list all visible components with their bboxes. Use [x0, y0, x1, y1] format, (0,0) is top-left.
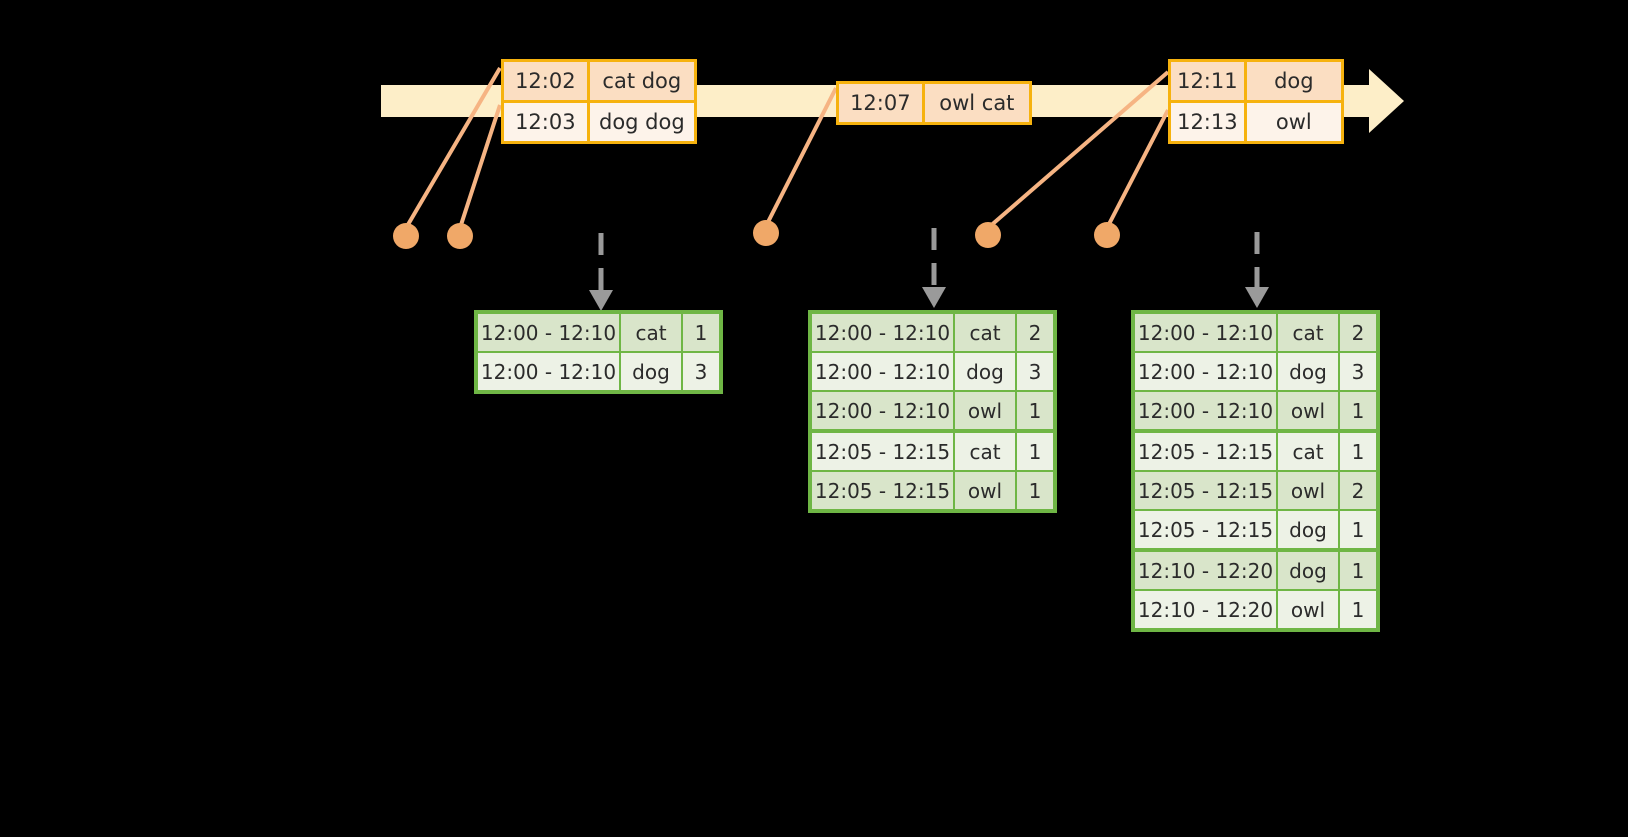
table-row[interactable]: 12:05 - 12:15 cat 1 — [812, 429, 1053, 470]
table-row[interactable]: 12:00 - 12:10 dog 3 — [812, 351, 1053, 390]
table-row[interactable]: 12:00 - 12:10 dog 3 — [1135, 351, 1376, 390]
event-value: owl cat — [921, 84, 1029, 122]
cell-count: 3 — [1015, 353, 1053, 390]
event-row[interactable]: 12:11 dog — [1171, 62, 1341, 100]
cell-window: 12:10 - 12:20 — [1135, 591, 1276, 628]
event-time: 12:11 — [1171, 62, 1244, 100]
cell-key: owl — [1276, 591, 1338, 628]
cell-key: dog — [1276, 511, 1338, 548]
result-table-3[interactable]: 12:00 - 12:10 cat 2 12:00 - 12:10 dog 3 … — [1131, 310, 1380, 632]
cell-window: 12:00 - 12:10 — [1135, 314, 1276, 351]
event-time: 12:07 — [839, 84, 922, 122]
cell-count: 3 — [681, 353, 719, 390]
cell-window: 12:05 - 12:15 — [1135, 472, 1276, 509]
cell-window: 12:05 - 12:15 — [1135, 433, 1276, 470]
cell-window: 12:00 - 12:10 — [1135, 353, 1276, 390]
cell-window: 12:00 - 12:10 — [812, 314, 953, 351]
cell-count: 1 — [1015, 472, 1053, 509]
cell-key: owl — [1276, 392, 1338, 429]
event-value: dog — [1243, 62, 1341, 100]
dashed-arrow-2 — [922, 228, 946, 308]
table-row[interactable]: 12:00 - 12:10 dog 3 — [478, 351, 719, 390]
cell-count: 1 — [1015, 392, 1053, 429]
cell-key: owl — [1276, 472, 1338, 509]
connector-line-3 — [764, 87, 838, 227]
event-dot-2 — [447, 223, 473, 249]
event-row[interactable]: 12:03 dog dog — [504, 100, 694, 141]
table-row[interactable]: 12:10 - 12:20 owl 1 — [1135, 589, 1376, 628]
table-row[interactable]: 12:00 - 12:10 cat 1 — [478, 314, 719, 351]
connector-line-1 — [404, 66, 502, 230]
cell-window: 12:05 - 12:15 — [1135, 511, 1276, 548]
cell-window: 12:00 - 12:10 — [812, 353, 953, 390]
cell-window: 12:00 - 12:10 — [1135, 392, 1276, 429]
table-row[interactable]: 12:00 - 12:10 cat 2 — [1135, 314, 1376, 351]
cell-key: dog — [1276, 353, 1338, 390]
cell-count: 1 — [1338, 591, 1376, 628]
cell-window: 12:00 - 12:10 — [812, 392, 953, 429]
event-value: cat dog — [586, 62, 694, 100]
event-time: 12:03 — [504, 103, 587, 141]
cell-key: dog — [619, 353, 681, 390]
cell-window: 12:05 - 12:15 — [812, 433, 953, 470]
event-value: owl — [1243, 103, 1341, 141]
result-table-1[interactable]: 12:00 - 12:10 cat 1 12:00 - 12:10 dog 3 — [474, 310, 723, 394]
cell-count: 1 — [681, 314, 719, 351]
cell-count: 1 — [1338, 433, 1376, 470]
cell-key: dog — [1276, 552, 1338, 589]
event-row[interactable]: 12:07 owl cat — [839, 84, 1029, 122]
timeline-arrowhead — [1369, 69, 1404, 133]
cell-count: 2 — [1338, 314, 1376, 351]
table-row[interactable]: 12:05 - 12:15 owl 2 — [1135, 470, 1376, 509]
dashed-arrow-3 — [1245, 232, 1269, 308]
table-row[interactable]: 12:00 - 12:10 cat 2 — [812, 314, 1053, 351]
event-dot-5 — [1094, 222, 1120, 248]
cell-key: cat — [953, 314, 1015, 351]
cell-count: 1 — [1015, 433, 1053, 470]
event-dot-3 — [753, 220, 779, 246]
event-group-3[interactable]: 12:11 dog 12:13 owl — [1168, 59, 1344, 144]
table-row[interactable]: 12:05 - 12:15 cat 1 — [1135, 429, 1376, 470]
event-time: 12:13 — [1171, 103, 1244, 141]
event-group-2[interactable]: 12:07 owl cat — [836, 81, 1032, 125]
cell-key: owl — [953, 472, 1015, 509]
cell-key: cat — [1276, 314, 1338, 351]
table-row[interactable]: 12:00 - 12:10 owl 1 — [812, 390, 1053, 429]
cell-count: 2 — [1015, 314, 1053, 351]
cell-count: 1 — [1338, 511, 1376, 548]
cell-window: 12:00 - 12:10 — [478, 314, 619, 351]
event-time: 12:02 — [504, 62, 587, 100]
connector-line-2 — [458, 104, 502, 229]
cell-count: 1 — [1338, 392, 1376, 429]
cell-count: 1 — [1338, 552, 1376, 589]
table-row[interactable]: 12:05 - 12:15 dog 1 — [1135, 509, 1376, 548]
connector-line-5 — [1105, 109, 1170, 229]
result-table-2[interactable]: 12:00 - 12:10 cat 2 12:00 - 12:10 dog 3 … — [808, 310, 1057, 513]
table-row[interactable]: 12:10 - 12:20 dog 1 — [1135, 548, 1376, 589]
cell-key: owl — [953, 392, 1015, 429]
event-row[interactable]: 12:02 cat dog — [504, 62, 694, 100]
event-dot-4 — [975, 222, 1001, 248]
cell-count: 3 — [1338, 353, 1376, 390]
cell-window: 12:05 - 12:15 — [812, 472, 953, 509]
dashed-arrow-1 — [589, 233, 613, 311]
cell-key: cat — [953, 433, 1015, 470]
cell-count: 2 — [1338, 472, 1376, 509]
event-group-1[interactable]: 12:02 cat dog 12:03 dog dog — [501, 59, 697, 144]
table-row[interactable]: 12:00 - 12:10 owl 1 — [1135, 390, 1376, 429]
cell-key: dog — [953, 353, 1015, 390]
cell-window: 12:10 - 12:20 — [1135, 552, 1276, 589]
cell-key: cat — [1276, 433, 1338, 470]
event-dot-1 — [393, 223, 419, 249]
event-row[interactable]: 12:13 owl — [1171, 100, 1341, 141]
event-value: dog dog — [586, 103, 694, 141]
cell-window: 12:00 - 12:10 — [478, 353, 619, 390]
cell-key: cat — [619, 314, 681, 351]
table-row[interactable]: 12:05 - 12:15 owl 1 — [812, 470, 1053, 509]
